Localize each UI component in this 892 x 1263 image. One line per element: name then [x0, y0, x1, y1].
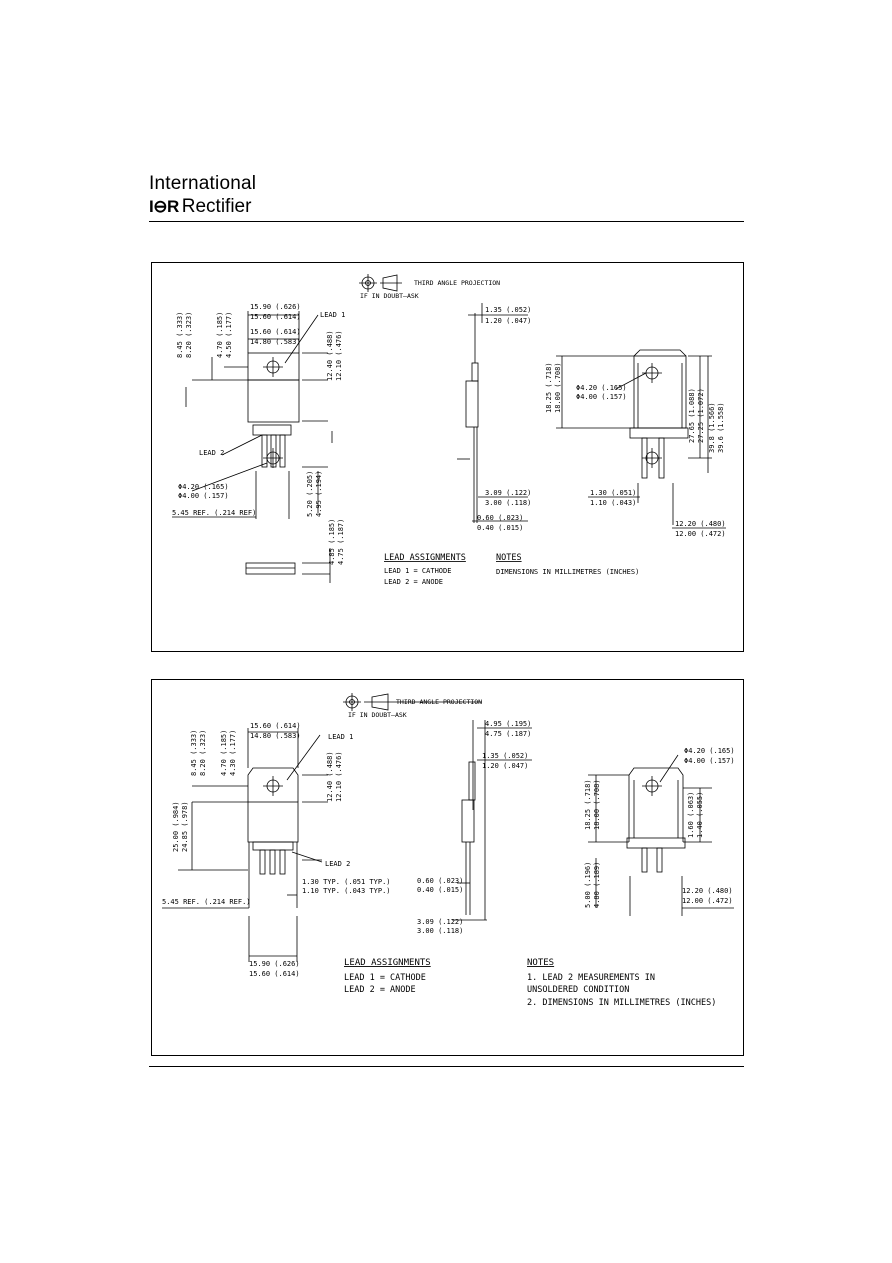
- bottom-dim-rh1-max: 18.25 (.718): [584, 779, 592, 830]
- bottom-notes-title: NOTES: [527, 958, 554, 968]
- bottom-dim-width2-min: 14.80 (.583): [250, 732, 301, 740]
- top-projection-label: THIRD ANGLE PROJECTION: [414, 279, 500, 287]
- top-dim-rh1-max: 18.25 (.718): [545, 362, 553, 413]
- top-dim-rhole-max: Φ4.20 (.165): [576, 384, 627, 392]
- bottom-dim-rlead-min: 1.40 (.055): [696, 792, 704, 838]
- footer-rule: [149, 1066, 744, 1067]
- bottom-dim-rfoot-min: 4.80 (.189): [593, 862, 601, 908]
- bottom-dim-sidethick-min: 4.75 (.187): [485, 730, 531, 738]
- top-dim-rh3-min: 39.6 (1.558): [717, 402, 725, 453]
- top-dim-rw-max: 12.20 (.480): [675, 520, 726, 528]
- bottom-lead-assign-title: LEAD ASSIGNMENTS: [344, 958, 431, 968]
- bottom-dim-rw-min: 12.00 (.472): [682, 897, 733, 905]
- top-dim-holetop-max: 4.70 (.185): [216, 312, 224, 358]
- bottom-dim-holetop-min: 4.30 (.177): [229, 730, 237, 776]
- top-lead2-label: LEAD 2: [199, 449, 224, 457]
- bottom-lead2-label: LEAD 2: [325, 860, 350, 868]
- bottom-note2: 2. DIMENSIONS IN MILLIMETRES (INCHES): [527, 998, 716, 1008]
- bottom-note1a: 1. LEAD 2 MEASUREMENTS IN: [527, 973, 655, 983]
- top-dim-rh1-min: 18.00 (.708): [554, 362, 562, 413]
- bottom-dim-rhole-max: Φ4.20 (.165): [684, 747, 735, 755]
- bottom-drawing-svg: THIRD ANGLE PROJECTION IF IN DOUBT–ASK 1…: [162, 693, 735, 1008]
- top-dim-sidebot-min: 0.40 (.015): [477, 524, 523, 532]
- brand-logo: International I⊖R Rectifier: [149, 173, 279, 219]
- bottom-dim-width2-max: 15.60 (.614): [250, 722, 301, 730]
- top-dim-rhole-min: Φ4.00 (.157): [576, 393, 627, 401]
- bottom-dim-leadtyp-max: 1.30 TYP. (.051 TYP.): [302, 878, 391, 886]
- top-dim-rlead-min: 1.10 (.043): [590, 499, 636, 507]
- top-notes-title: NOTES: [496, 553, 522, 563]
- bottom-dim-holetop-max: 4.70 (.185): [220, 730, 228, 776]
- brand-line2-wrap: I⊖R Rectifier: [149, 196, 251, 218]
- top-dim-holetop-min: 4.50 (.177): [225, 312, 233, 358]
- top-dim-width2-max: 15.60 (.614): [250, 328, 301, 336]
- brand-mark-icon: I⊖R: [149, 197, 179, 216]
- brand-line2: Rectifier: [181, 196, 252, 217]
- bottom-dim-bodyh-max: 25.00 (.984): [172, 801, 180, 852]
- top-dim-rh3-max: 39.8 (1.566): [708, 402, 716, 453]
- top-lead2-assign: LEAD 2 = ANODE: [384, 578, 443, 586]
- bottom-lead1-label: LEAD 1: [328, 733, 353, 741]
- top-dim-sidelead-min: 3.00 (.118): [485, 499, 531, 507]
- top-lead1-label: LEAD 1: [320, 311, 345, 319]
- top-dim-width-max: 15.90 (.626): [250, 303, 301, 311]
- top-drawing-svg: THIRD ANGLE PROJECTION IF IN DOUBT–ASK 1…: [172, 274, 726, 586]
- bottom-dim-leadtyp-min: 1.10 TYP. (.043 TYP.): [302, 887, 391, 895]
- bottom-note1b: UNSOLDERED CONDITION: [527, 985, 629, 995]
- top-dim-leadh-min: 4.95 (.194): [315, 471, 323, 517]
- bottom-dim-tabh-min: 12.10 (.476): [335, 751, 343, 802]
- bottom-dim-rlead-max: 1.60 (.063): [687, 792, 695, 838]
- bottom-lead2-assign: LEAD 2 = ANODE: [344, 985, 416, 995]
- bottom-dim-rhole-min: Φ4.00 (.157): [684, 757, 735, 765]
- bottom-dim-rh1-min: 18.00 (.708): [593, 779, 601, 830]
- bottom-dim-ref545: 5.45 REF. (.214 REF.): [162, 898, 251, 906]
- top-dim-rlead-max: 1.30 (.051): [590, 489, 636, 497]
- top-dim-sidetop-max: 1.35 (.052): [485, 306, 531, 314]
- top-dim-sidetop-min: 1.20 (.047): [485, 317, 531, 325]
- bottom-dim-tabh-max: 12.40 (.488): [326, 751, 334, 802]
- top-dim-ref545: 5.45 REF. (.214 REF): [172, 509, 256, 517]
- bottom-dim-sidetop-min: 1.20 (.047): [482, 762, 528, 770]
- bottom-dim-sidelead-max: 3.09 (.122): [417, 918, 463, 926]
- top-dim-tabh-max: 12.40 (.488): [326, 330, 334, 381]
- top-dim-sidelead-max: 3.09 (.122): [485, 489, 531, 497]
- top-dim-tabh-min: 12.10 (.476): [335, 330, 343, 381]
- bottom-lead1-assign: LEAD 1 = CATHODE: [344, 973, 426, 983]
- bottom-dim-sidelead-min: 3.00 (.118): [417, 927, 463, 935]
- bottom-dim-bodyh-min: 24.85 (.978): [181, 801, 189, 852]
- bottom-dim-rfoot-max: 5.00 (.196): [584, 862, 592, 908]
- header-rule: [149, 221, 744, 222]
- bottom-drawing-panel: THIRD ANGLE PROJECTION IF IN DOUBT–ASK 1…: [151, 679, 744, 1056]
- top-dim-toph-max: 8.45 (.333): [176, 312, 184, 358]
- top-dim-rh2-max: 27.65 (1.088): [688, 388, 696, 443]
- top-dim-toph-min: 8.20 (.323): [185, 312, 193, 358]
- top-dim-width2-min: 14.80 (.583): [250, 338, 301, 346]
- top-dim-rw-min: 12.00 (.472): [675, 530, 726, 538]
- top-dim-holedia-max: Φ4.20 (.165): [178, 483, 229, 491]
- bottom-dim-toph-max: 8.45 (.333): [190, 730, 198, 776]
- bottom-dim-sidetop-max: 1.35 (.052): [482, 752, 528, 760]
- top-lead-assign-title: LEAD ASSIGNMENTS: [384, 553, 466, 563]
- top-dim-thick-min: 4.75 (.187): [337, 519, 345, 565]
- bottom-dim-sidethick-max: 4.95 (.195): [485, 720, 531, 728]
- top-doubt-label: IF IN DOUBT–ASK: [360, 292, 419, 300]
- top-dim-leadh-max: 5.20 (.205): [306, 471, 314, 517]
- top-dim-thick-max: 4.85 (.185): [328, 519, 336, 565]
- top-drawing-panel: THIRD ANGLE PROJECTION IF IN DOUBT–ASK 1…: [151, 262, 744, 652]
- bottom-dim-sidebot-min: 0.40 (.015): [417, 886, 463, 894]
- top-note1: DIMENSIONS IN MILLIMETRES (INCHES): [496, 568, 639, 576]
- brand-line1: International: [149, 173, 257, 194]
- top-dim-width-min: 15.60 (.614): [250, 313, 301, 321]
- top-dim-sidebot-max: 0.60 (.023): [477, 514, 523, 522]
- bottom-dim-toph-min: 8.20 (.323): [199, 730, 207, 776]
- bottom-doubt-label: IF IN DOUBT–ASK: [348, 711, 407, 719]
- bottom-projection-label: THIRD ANGLE PROJECTION: [396, 698, 482, 706]
- bottom-dim-sidebot-max: 0.60 (.023): [417, 877, 463, 885]
- bottom-dim-width-max: 15.90 (.626): [249, 960, 300, 968]
- bottom-dim-width-min: 15.60 (.614): [249, 970, 300, 978]
- bottom-dim-rw-max: 12.20 (.480): [682, 887, 733, 895]
- top-dim-holedia-min: Φ4.00 (.157): [178, 492, 229, 500]
- top-dim-rh2-min: 27.25 (1.072): [697, 388, 705, 443]
- top-lead1-assign: LEAD 1 = CATHODE: [384, 567, 451, 575]
